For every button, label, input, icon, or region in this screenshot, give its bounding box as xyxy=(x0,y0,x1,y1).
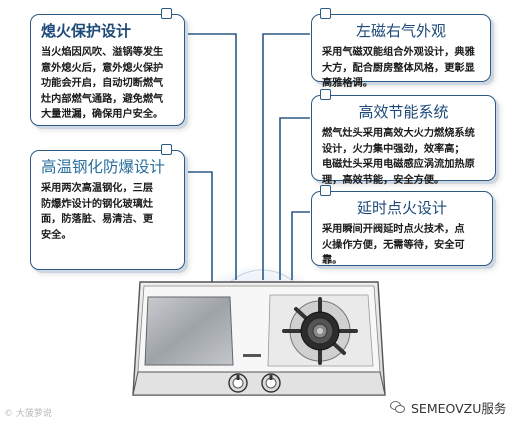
card-line: 防爆炸设计的钢化玻璃灶 xyxy=(41,198,154,210)
card-body: 采用两次高温钢化，三层 防爆炸设计的钢化玻璃灶 面，防落脏、易清洁、更 安全。 xyxy=(41,181,174,243)
card-body: 采用瞬间开阀延时点火技术，点 火操作方便，无需等待，安全可 靠。 xyxy=(322,222,482,269)
wechat-icon xyxy=(390,400,406,415)
knob-left xyxy=(228,373,248,393)
card-body: 当火焰因风吹、溢锅等发生 意外熄火后，意外熄火保护 功能会开启，自动切断燃气 灶… xyxy=(41,45,174,123)
connector-glass xyxy=(186,171,213,282)
card-line: 靠。 xyxy=(322,255,343,266)
watermark-left: © 大菠萝说 xyxy=(4,409,52,419)
gas-burner xyxy=(282,297,358,365)
card-line: 大量泄漏，确保用户安全。 xyxy=(41,109,164,120)
connector-look xyxy=(262,33,310,280)
card-body: 采用气磁双能组合外观设计，典雅 大方，配合厨房整体风格，更彰显 高雅格调。 xyxy=(322,45,480,92)
card-title: 高效节能系统 xyxy=(358,103,449,121)
card-line: 高雅格调。 xyxy=(322,78,373,89)
connector-delay xyxy=(291,211,310,280)
card-title: 熄火保护设计 xyxy=(41,22,132,40)
card-tab xyxy=(320,185,331,196)
card-line: 理，高效节能，安全方便。 xyxy=(322,174,445,186)
connector-fire xyxy=(186,33,237,280)
induction-zone xyxy=(144,296,234,366)
feature-card-fire-protection: 熄火保护设计 当火焰因风吹、溢锅等发生 意外熄火后，意外熄火保护 功能会开启，自… xyxy=(30,8,185,126)
card-line: 设计，火力集中强劲，效率高； xyxy=(322,143,465,155)
knob-right xyxy=(261,373,281,393)
card-tab xyxy=(161,144,172,155)
card-tab xyxy=(320,89,331,100)
card-title: 高温钢化防爆设计 xyxy=(41,158,166,176)
card-line: 灶内部燃气通路，避免燃气 xyxy=(41,93,164,105)
card-body: 燃气灶头采用高效大火力燃烧系统 设计，火力集中强劲，效率高； 电磁灶头采用电磁感… xyxy=(322,126,485,188)
card-title: 左磁右气外观 xyxy=(355,22,446,40)
watermark-text: SEMEOVZU服务 xyxy=(411,401,507,416)
card-title: 延时点火设计 xyxy=(356,199,447,217)
feature-card-delayed-ignition: 延时点火设计 采用瞬间开阀延时点火技术，点 火操作方便，无需等待，安全可 靠。 xyxy=(311,185,493,269)
card-line: 大方，配合厨房整体风格，更彰显 xyxy=(322,62,475,74)
card-line: 当火焰因风吹、溢锅等发生 xyxy=(41,47,164,58)
connector-save xyxy=(279,117,310,280)
card-line: 面，防落脏、易清洁、更 xyxy=(41,214,154,225)
card-tab xyxy=(320,8,331,19)
card-line: 火操作方便，无需等待，安全可 xyxy=(322,239,465,251)
card-line: 安全。 xyxy=(41,229,72,241)
card-line: 意外熄火后，意外熄火保护 xyxy=(41,62,164,74)
card-line: 功能会开启，自动切断燃气 xyxy=(41,78,164,89)
card-line: 电磁灶头采用电磁感应涡流加热原 xyxy=(322,159,475,170)
feature-card-appearance: 左磁右气外观 采用气磁双能组合外观设计，典雅 大方，配合厨房整体风格，更彰显 高… xyxy=(311,8,491,89)
card-line: 采用瞬间开阀延时点火技术，点 xyxy=(322,224,465,235)
card-line: 燃气灶头采用高效大火力燃烧系统 xyxy=(322,128,475,139)
feature-card-tempered-glass: 高温钢化防爆设计 采用两次高温钢化，三层 防爆炸设计的钢化玻璃灶 面，防落脏、易… xyxy=(30,144,185,270)
feature-card-energy-saving: 高效节能系统 燃气灶头采用高效大火力燃烧系统 设计，火力集中强劲，效率高； 电磁… xyxy=(311,89,496,186)
card-line: 采用气磁双能组合外观设计，典雅 xyxy=(322,47,475,58)
card-tab xyxy=(161,8,172,19)
card-line: 采用两次高温钢化，三层 xyxy=(41,183,154,194)
watermark-right: SEMEOVZU服务 xyxy=(390,398,506,417)
